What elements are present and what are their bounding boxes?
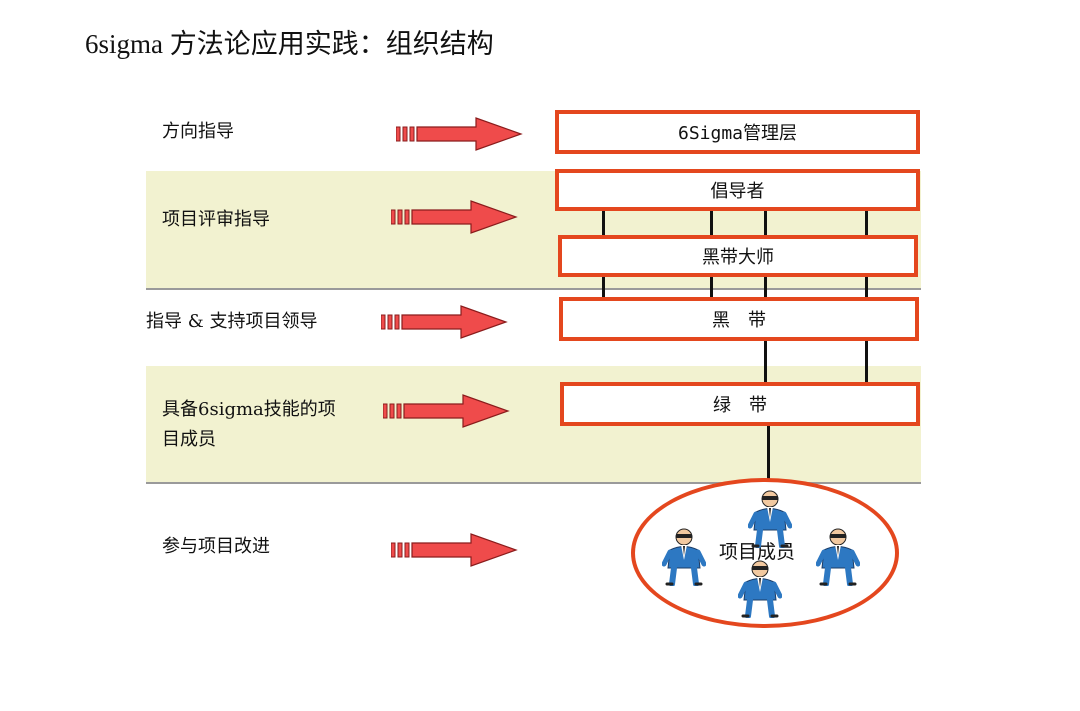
connector-line	[764, 339, 767, 384]
person-icon	[662, 528, 706, 586]
label-guide-support: 指导 & 支持项目领导	[146, 311, 318, 332]
connector-line	[710, 208, 713, 238]
connector-line	[602, 208, 605, 238]
red-arrow-icon	[383, 394, 510, 428]
box-master-black-belt: 黑带大师	[558, 235, 918, 277]
person-icon	[738, 560, 782, 618]
connector-line	[865, 339, 868, 384]
members-label: 项目成员	[719, 541, 796, 563]
page-title: 6sigma 方法论应用实践：组织结构	[85, 29, 494, 59]
connector-line	[764, 208, 767, 238]
red-arrow-icon	[391, 200, 518, 234]
box-green-belt: 绿 带	[560, 382, 920, 426]
box-management: 6Sigma管理层	[555, 110, 920, 154]
connector-line	[767, 424, 770, 480]
label-skilled-members-line2: 目成员	[162, 429, 216, 450]
label-direction: 方向指导	[162, 121, 234, 142]
red-arrow-icon	[381, 305, 508, 339]
red-arrow-icon	[391, 533, 518, 567]
box-champion: 倡导者	[555, 169, 920, 211]
label-skilled-members-line1: 具备6sigma技能的项	[162, 399, 336, 420]
label-review: 项目评审指导	[162, 209, 270, 230]
connector-line	[865, 274, 868, 298]
red-arrow-icon	[396, 117, 523, 151]
connector-line	[710, 274, 713, 298]
box-black-belt: 黑 带	[559, 297, 919, 341]
connector-line	[865, 208, 868, 238]
person-icon	[816, 528, 860, 586]
person-icon	[748, 490, 792, 548]
label-participate: 参与项目改进	[162, 536, 270, 557]
connector-line	[602, 274, 605, 298]
connector-line	[764, 274, 767, 298]
